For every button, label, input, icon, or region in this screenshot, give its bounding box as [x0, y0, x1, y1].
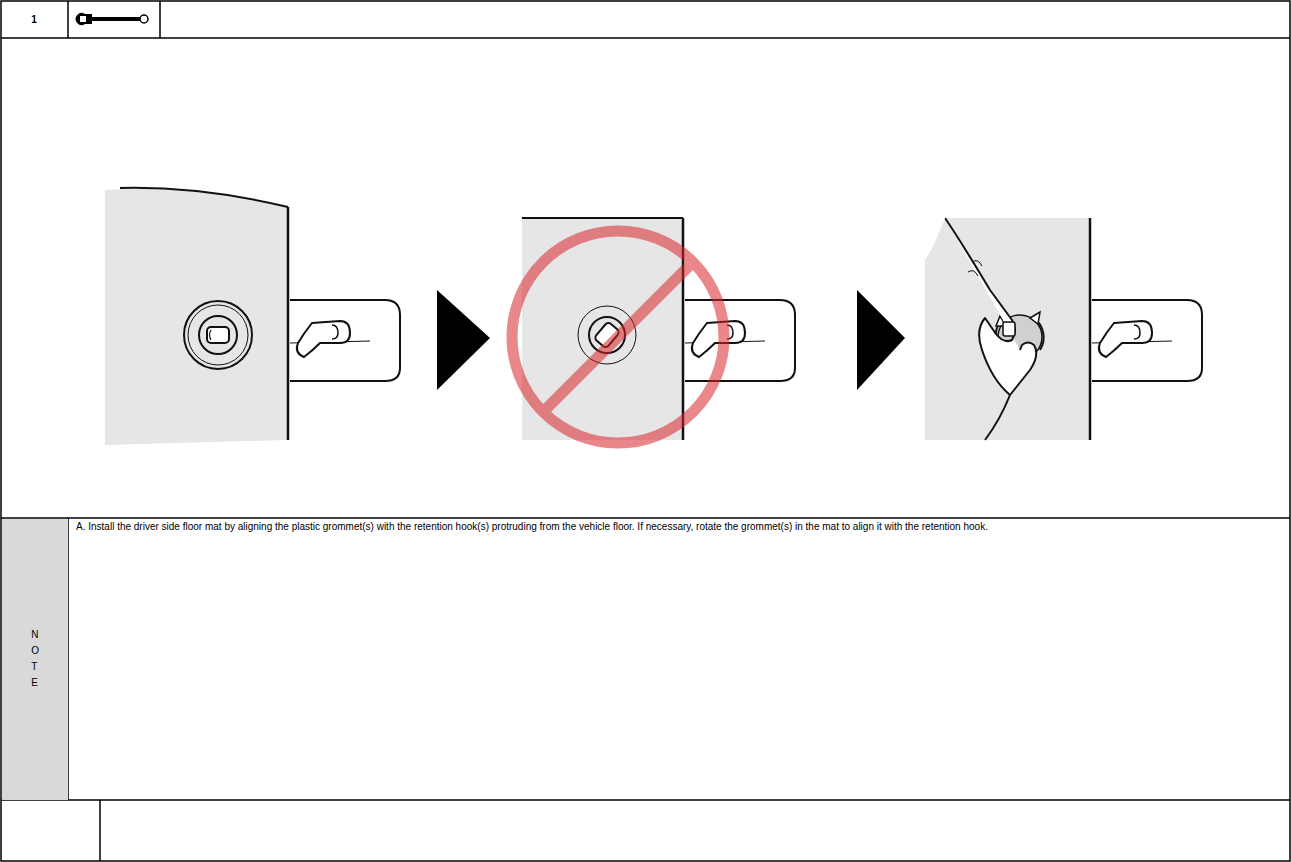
- step-arrow: [857, 290, 905, 390]
- note-text: A. Install the driver side floor mat by …: [76, 521, 1276, 533]
- panel-wrong-alignment: [512, 218, 795, 443]
- note-heading: N O T E: [0, 518, 68, 800]
- step-number: 1: [0, 1, 68, 38]
- wrench-icon: [76, 13, 148, 25]
- prohibition-sign: [512, 231, 724, 443]
- note-cell-ground: [2, 519, 68, 800]
- panel-rotate-grommet: [925, 218, 1202, 440]
- panel-correct-alignment: [105, 188, 400, 445]
- step-arrow: [437, 290, 490, 390]
